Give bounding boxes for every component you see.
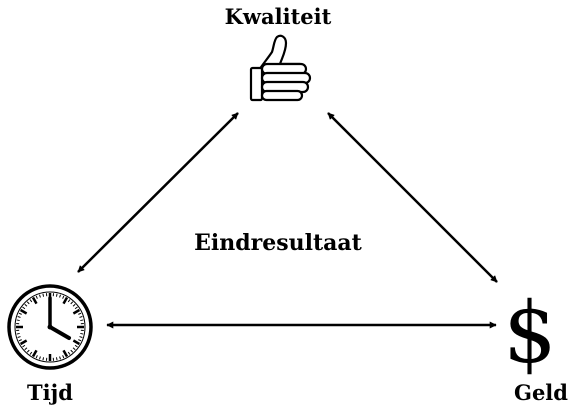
clock-minute-tick [80,319,84,322]
clock-hour-tick [62,349,69,358]
clock-hour-tick [19,308,28,315]
clock-minute-tick [78,312,82,315]
clock-hour-tick [31,296,38,305]
clock-minute-tick [74,344,78,348]
clock-minute-tick [72,347,76,351]
time-quality-arrow [77,112,239,273]
clock-minute-tick [70,349,74,353]
clock-minute-tick [16,319,20,322]
clock-minute-tick [62,355,65,359]
clock-minute-tick [72,303,76,307]
clock-minute-tick [35,295,38,299]
clock-minute-tick [24,347,28,351]
money-label: Geld [514,380,568,405]
clock-ticks [16,293,84,361]
clock-minute-tick [79,336,83,338]
clock-minute-tick [55,293,58,297]
clock-minute-tick [39,356,41,360]
clock-minute-tick [59,356,61,360]
clock-hour-tick [31,349,38,358]
clock-hour-hand [48,325,71,340]
clock-minute-tick [18,312,22,315]
thumbs-up-icon [249,34,312,102]
clock-minute-tick [26,349,30,353]
clock-minute-tick [80,332,84,335]
clock-minute-tick [39,294,41,298]
clock-minute-tick [67,351,71,355]
clock-minute-tick [55,357,58,361]
clock-hour-tick [62,296,69,305]
clock-minute-tick [78,339,82,342]
clock-minute-tick [22,306,26,310]
clock-hour-tick [72,339,81,346]
quality-money-arrow [327,112,498,283]
clock-icon [7,284,93,370]
result-label: Eindresultaat [194,230,363,256]
clock-minute-tick [42,357,45,361]
clock-minute-tick [24,303,28,307]
clock-minute-tick [18,339,22,342]
clock-minute-tick [17,316,21,318]
clock-minute-tick [29,299,33,303]
clock-minute-tick [70,301,74,305]
clock-minute-tick [62,295,65,299]
clock-hour-tick [19,339,28,346]
clock-minute-tick [17,336,21,338]
clock-minute-tick [16,332,20,335]
clock-minute-tick [26,301,30,305]
clock-minute-tick [35,355,38,359]
clock-minute-tick [42,293,45,297]
clock-minute-tick [74,306,78,310]
clock-minute-tick [79,316,83,318]
quality-label: Kwaliteit [225,4,332,29]
clock-hour-tick [72,308,81,315]
dollar-sign-icon: $ [503,284,556,382]
clock-minute-tick [67,299,71,303]
time-label: Tijd [27,380,73,405]
clock-minute-tick [22,344,26,348]
clock-minute-tick [59,294,61,298]
clock-minute-tick [29,351,33,355]
